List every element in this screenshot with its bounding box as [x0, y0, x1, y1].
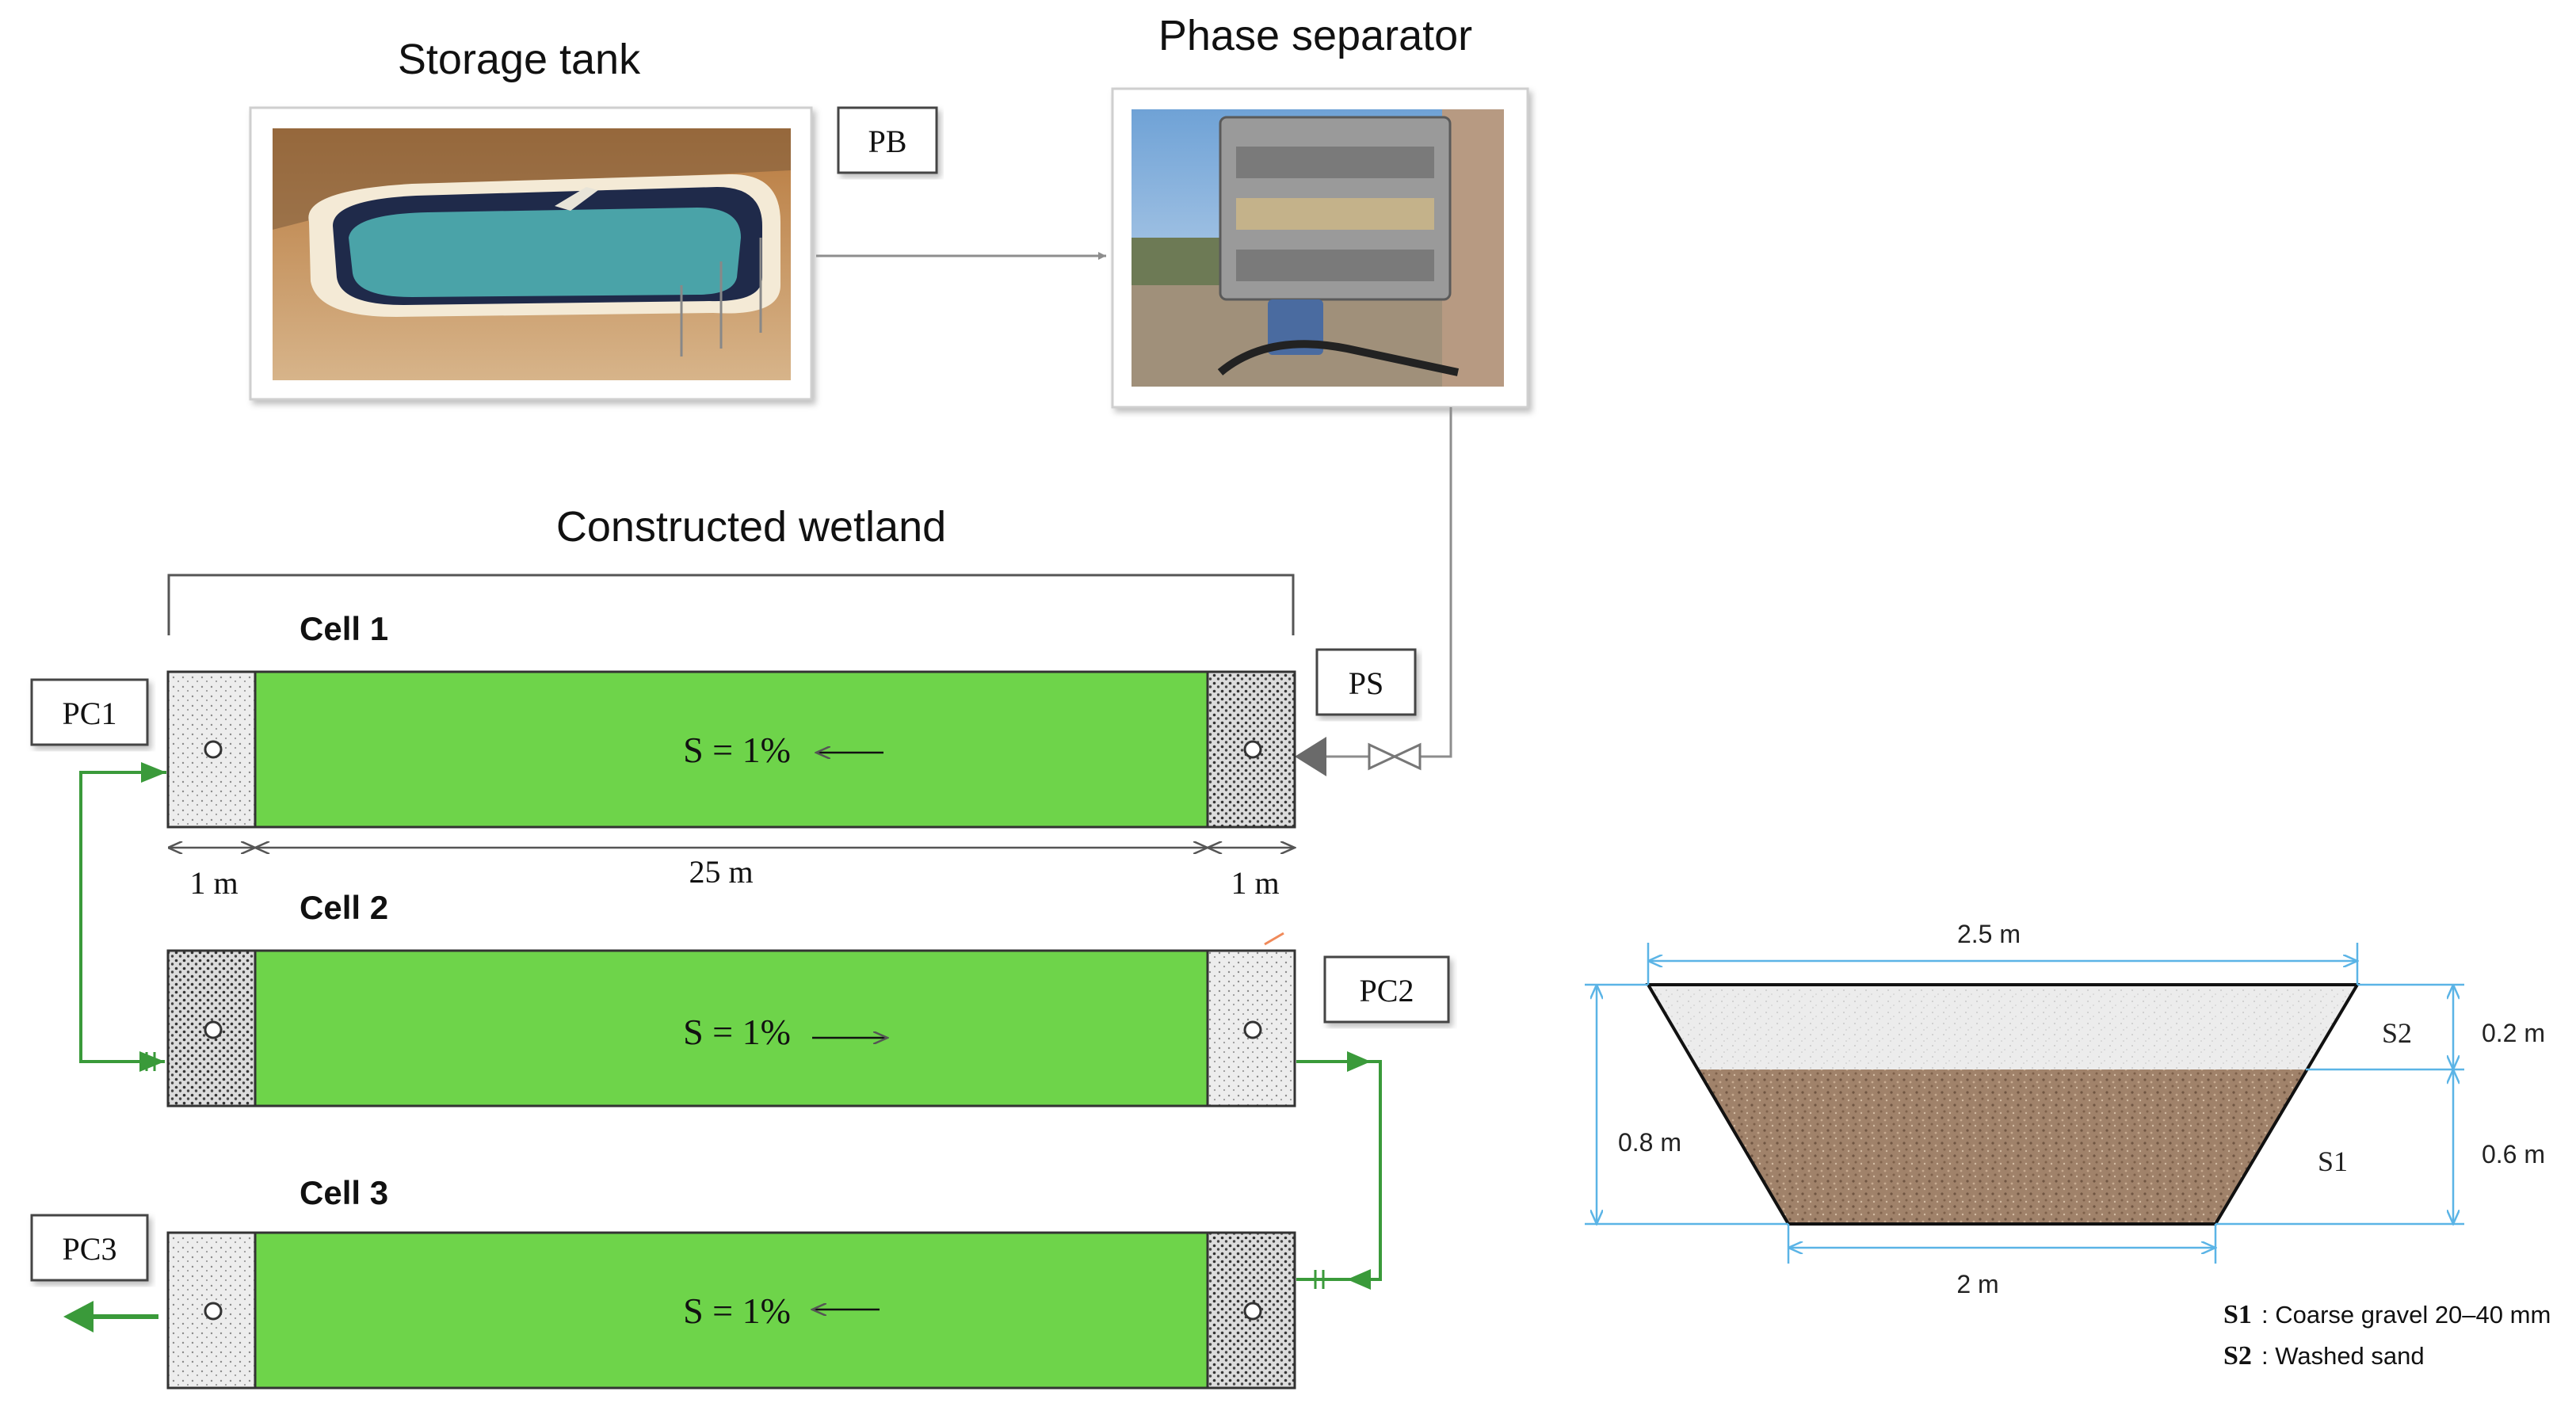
cell-3-bed — [254, 1231, 1209, 1390]
phase-separator-photo — [1111, 87, 1529, 409]
s2-layer-label: S2 — [2382, 1017, 2412, 1049]
pc1-box: PC1 — [30, 678, 149, 746]
cell-1: Cell 1 S = 1% — [166, 610, 1296, 829]
pc2-box: PC2 — [1323, 955, 1450, 1024]
cell-2-label: Cell 2 — [300, 889, 388, 926]
inlet-dimension-label: 1 m — [189, 865, 238, 901]
s2-sand-layer — [1648, 985, 2357, 1069]
separator-to-wetland-pipe — [1299, 407, 1452, 758]
ps-box: PS — [1315, 648, 1417, 716]
cell-3-slope: S = 1% — [683, 1291, 791, 1331]
top-width-label: 2.5 m — [1957, 920, 2021, 948]
inlet-valve-icon — [1368, 742, 1422, 771]
storage-tank-photo — [249, 106, 813, 401]
cell-1-slope: S = 1% — [683, 730, 791, 770]
cross-section: 2.5 m 2 m 0.8 m 0.2 m 0.6 m S2 S1 — [1585, 920, 2545, 1298]
pc3-label: PC3 — [63, 1231, 117, 1267]
outlet-dimension-label: 1 m — [1231, 865, 1279, 901]
cell-3: Cell 3 S = 1% — [166, 1174, 1296, 1390]
legend-s2-text: : Washed sand — [2261, 1342, 2425, 1370]
storage-tank-title: Storage tank — [398, 36, 641, 83]
ps-label: PS — [1349, 665, 1384, 701]
legend-s2-key: S2 — [2223, 1341, 2252, 1371]
legend-s1-text: : Coarse gravel 20–40 mm — [2261, 1301, 2551, 1329]
inlet-arrow-icon — [1295, 737, 1326, 776]
s1-depth-label: 0.6 m — [2482, 1140, 2545, 1169]
green-flow-connections — [63, 762, 1382, 1332]
cell-2-slope: S = 1% — [683, 1012, 791, 1052]
bottom-width-label: 2 m — [1956, 1270, 1998, 1298]
cell-1-label: Cell 1 — [300, 610, 388, 647]
material-legend: S1 : Coarse gravel 20–40 mm S2 : Washed … — [2223, 1300, 2551, 1371]
pb-box: PB — [837, 106, 938, 174]
constructed-wetland-title: Constructed wetland — [556, 503, 946, 551]
s1-gravel-layer — [1700, 1069, 2306, 1224]
pb-label: PB — [868, 124, 907, 159]
pc2-label: PC2 — [1360, 973, 1414, 1008]
total-depth-label: 0.8 m — [1618, 1128, 1681, 1157]
small-mark — [1264, 932, 1284, 946]
cell-2-bed — [254, 949, 1209, 1108]
length-dimension-label: 25 m — [689, 854, 753, 890]
pc3-box: PC3 — [30, 1214, 149, 1282]
pc1-label: PC1 — [63, 696, 117, 731]
cell-length-dimensions: 1 m 25 m 1 m — [168, 848, 1295, 901]
cell-3-label: Cell 3 — [300, 1174, 388, 1211]
wetland-bracket — [167, 574, 1295, 635]
s1-layer-label: S1 — [2318, 1146, 2348, 1177]
phase-separator-title: Phase separator — [1158, 12, 1472, 59]
cell-2: Cell 2 S = 1% — [166, 889, 1296, 1108]
s2-depth-label: 0.2 m — [2482, 1019, 2545, 1047]
legend-s1-key: S1 — [2223, 1300, 2252, 1329]
